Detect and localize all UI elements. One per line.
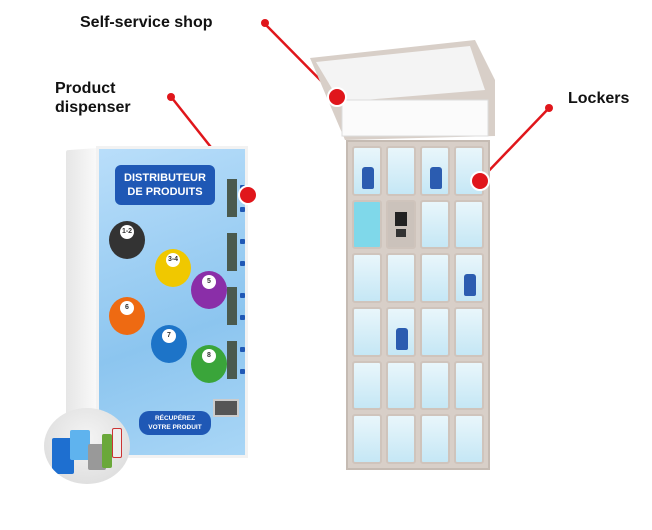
- collect-product-banner: RÉCUPÉREZ VOTRE PRODUIT: [139, 411, 211, 435]
- product-badge: 8: [191, 345, 227, 383]
- locker-door[interactable]: [454, 360, 484, 411]
- label-product-dispenser-line2: dispenser: [55, 99, 131, 116]
- locker-door[interactable]: [420, 360, 450, 411]
- locker-door[interactable]: [386, 414, 416, 464]
- callout-dot-dispenser-start: [167, 93, 175, 101]
- dispenser-front: DISTRIBUTEUR DE PRODUITS 1-2 3-4 5 6 7 8…: [96, 146, 248, 458]
- product-bottle: [396, 327, 408, 350]
- locker-door[interactable]: [386, 146, 416, 196]
- locker-door[interactable]: [352, 307, 382, 357]
- dispenser-title-line2: DE PRODUITS: [127, 186, 203, 198]
- label-product-dispenser-line1: Product: [55, 80, 116, 97]
- locker-door[interactable]: [352, 199, 382, 250]
- product-badge: 7: [151, 325, 187, 363]
- locker-door[interactable]: [352, 253, 382, 303]
- product-bottle: [464, 274, 476, 296]
- label-self-service-shop: Self-service shop: [80, 14, 213, 31]
- payment-terminal[interactable]: [386, 199, 416, 250]
- select-button[interactable]: [240, 347, 245, 352]
- locker-grid: [352, 146, 484, 464]
- product-bowl-image: [44, 408, 130, 484]
- locker-door[interactable]: [454, 199, 484, 250]
- locker-door[interactable]: [420, 146, 450, 196]
- callout-dot-lockers-start: [545, 104, 553, 112]
- terminal-screen: [395, 211, 407, 226]
- product-bottle: [362, 166, 374, 189]
- callout-line-lockers: [479, 107, 550, 181]
- locker-door[interactable]: [386, 253, 416, 303]
- locker-door[interactable]: [352, 146, 382, 196]
- locker-door[interactable]: [420, 307, 450, 357]
- dispenser-title-line1: DISTRIBUTEUR: [124, 172, 206, 184]
- locker-door[interactable]: [420, 253, 450, 303]
- label-product-dispenser: Product dispenser: [55, 79, 131, 117]
- select-button[interactable]: [240, 261, 245, 266]
- product-slot: [227, 287, 237, 325]
- product-badge: 5: [191, 271, 227, 309]
- locker-door[interactable]: [454, 146, 484, 196]
- locker-door[interactable]: [454, 307, 484, 357]
- locker-door[interactable]: [386, 307, 416, 357]
- locker-door[interactable]: [420, 199, 450, 250]
- product-badge: 6: [109, 297, 145, 335]
- select-button[interactable]: [240, 185, 245, 190]
- product-bottle: [430, 166, 442, 189]
- locker-door[interactable]: [352, 360, 382, 411]
- select-button[interactable]: [240, 293, 245, 298]
- terminal-keypad[interactable]: [396, 228, 406, 237]
- product-slot: [227, 179, 237, 217]
- product-badge: 1-2: [109, 221, 145, 259]
- product-badge: 3-4: [155, 249, 191, 287]
- dispenser-title: DISTRIBUTEUR DE PRODUITS: [115, 165, 215, 205]
- label-lockers: Lockers: [568, 90, 630, 107]
- locker-door[interactable]: [352, 414, 382, 464]
- locker-door[interactable]: [386, 360, 416, 411]
- collection-tray[interactable]: [213, 399, 239, 417]
- select-button[interactable]: [240, 239, 245, 244]
- callout-dot-shop-start: [261, 19, 269, 27]
- locker-door[interactable]: [454, 414, 484, 464]
- locker-door[interactable]: [454, 253, 484, 303]
- locker-unit: [346, 140, 490, 470]
- product-slot: [227, 233, 237, 271]
- select-button[interactable]: [240, 207, 245, 212]
- product-slot: [227, 341, 237, 379]
- locker-door[interactable]: [420, 414, 450, 464]
- select-button[interactable]: [240, 315, 245, 320]
- shop-canopy: [310, 40, 495, 140]
- select-button[interactable]: [240, 369, 245, 374]
